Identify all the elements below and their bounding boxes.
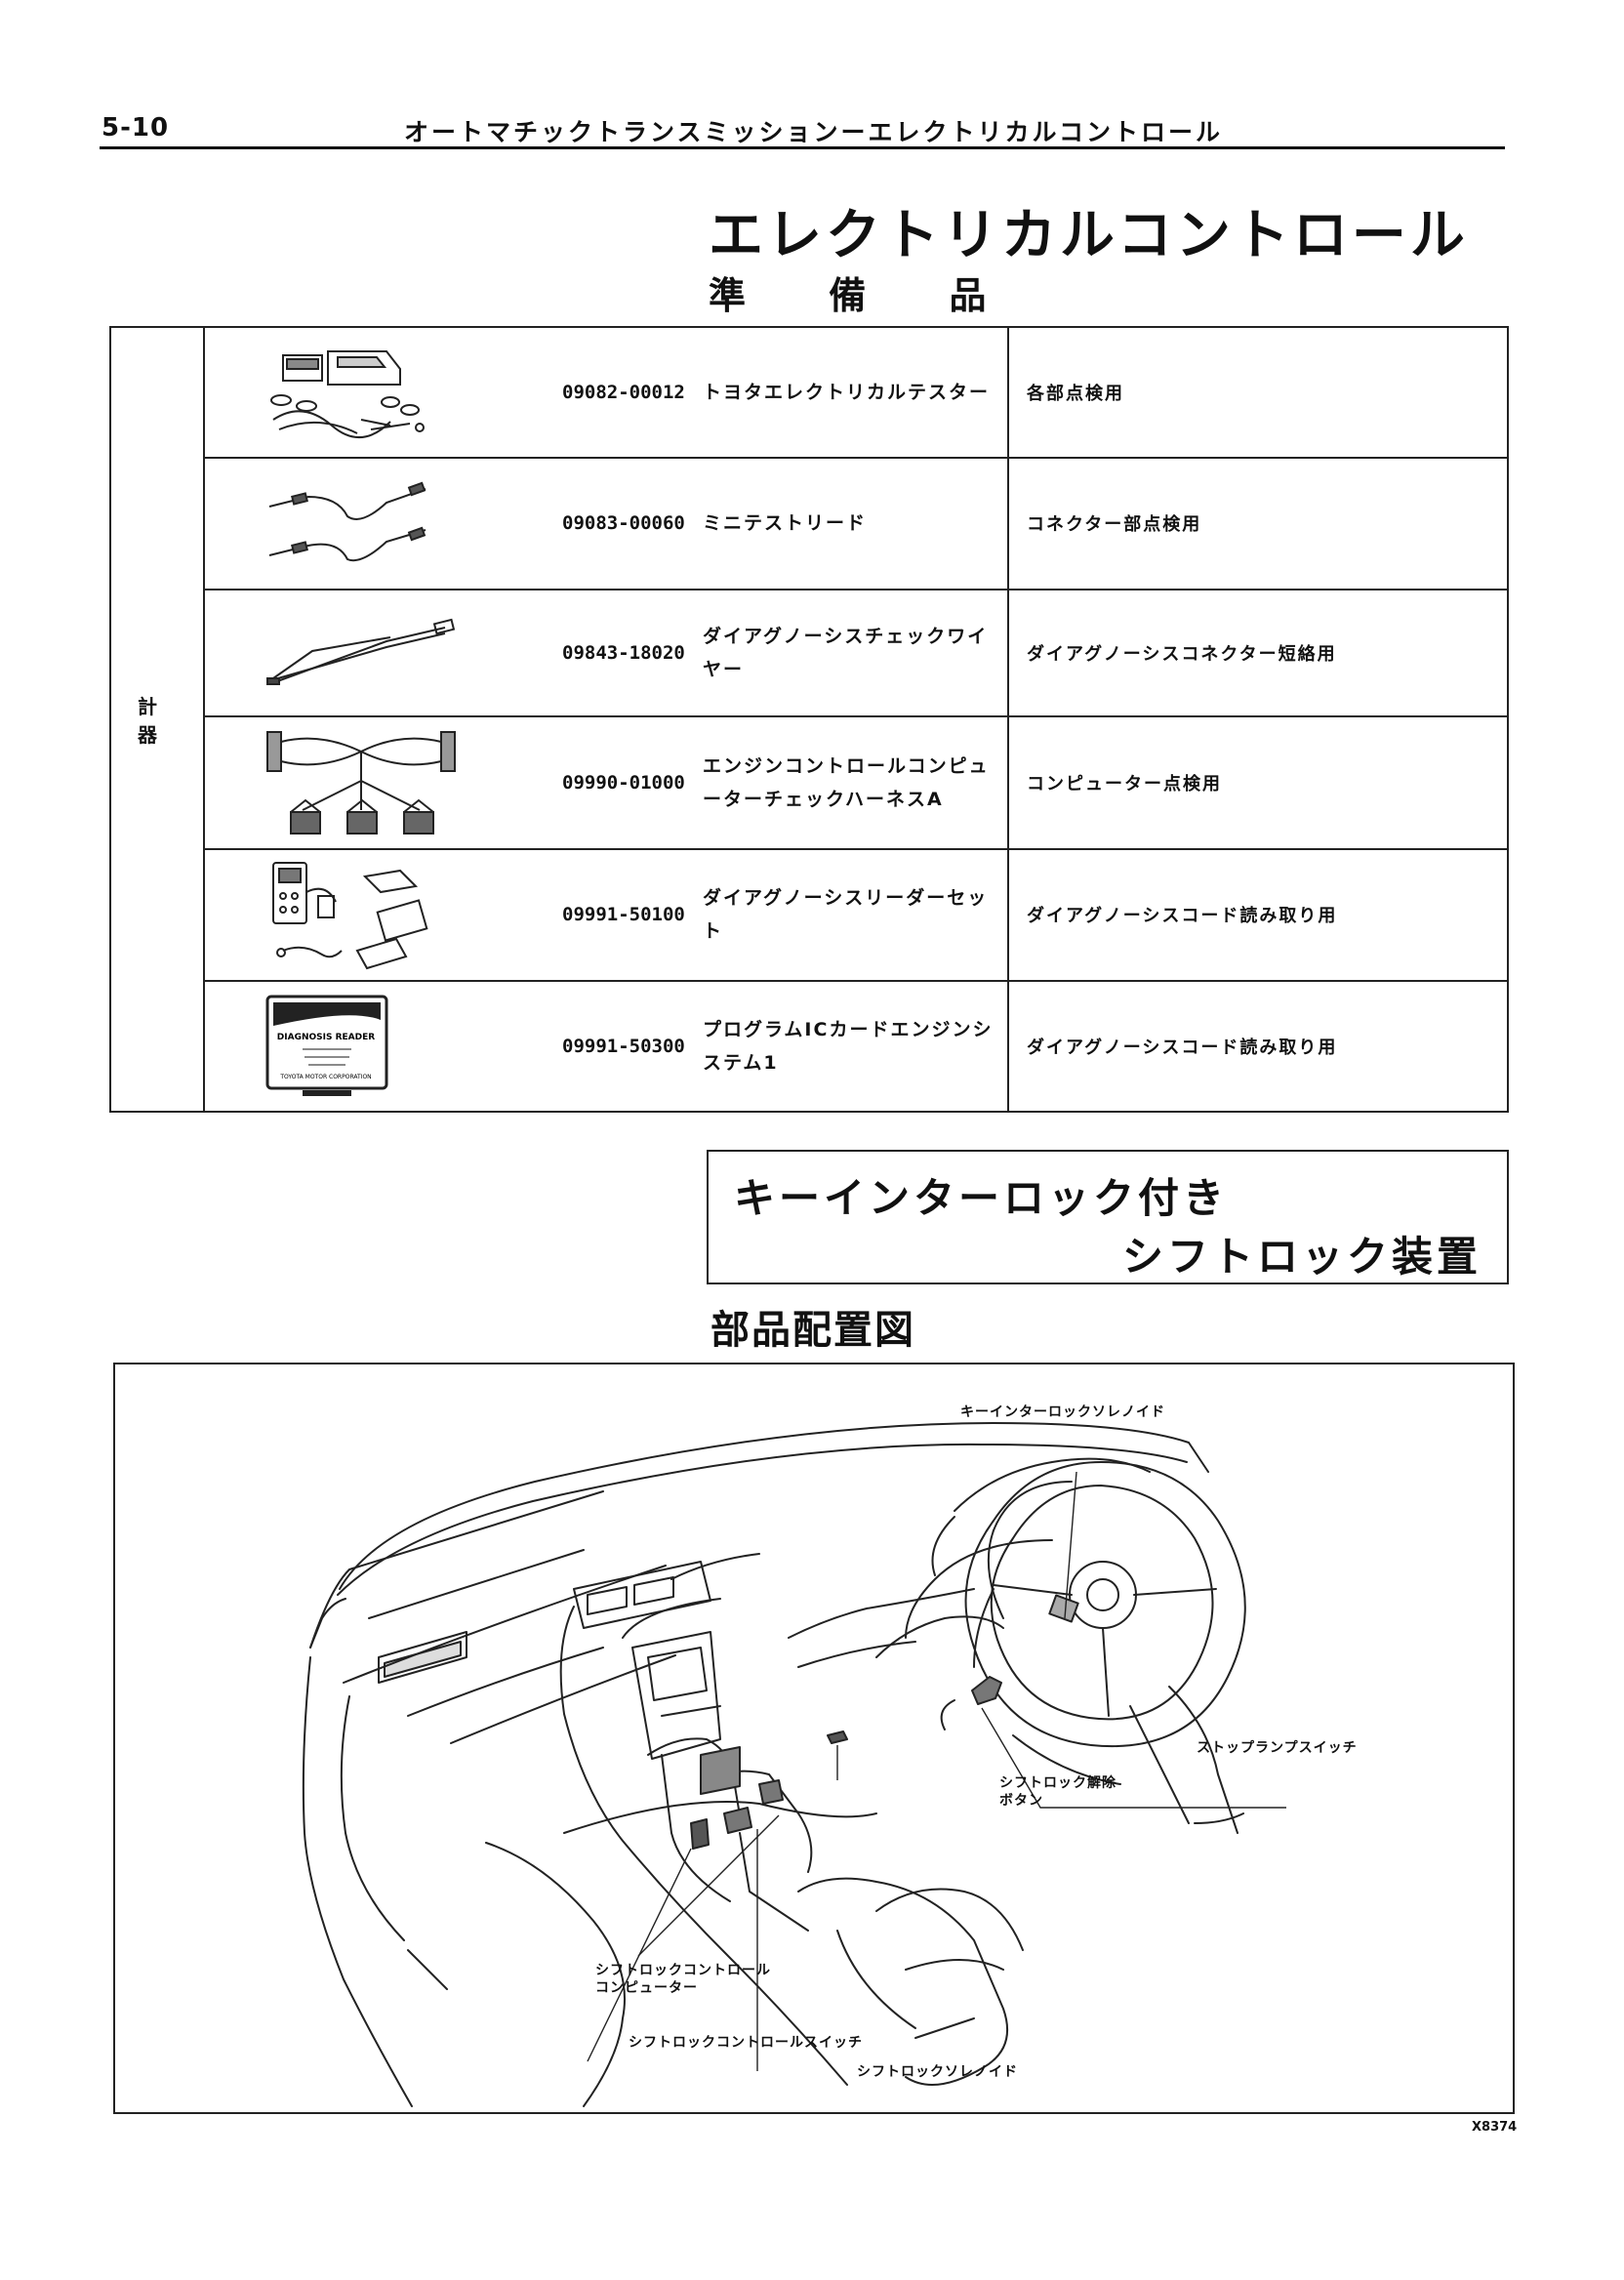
feature-title-line1: キーインターロック付き xyxy=(734,1174,1229,1222)
tools-table: 計 器 09082-00012 トヨタエレクトリカルテスター 各部点検用 xyxy=(109,325,1509,1114)
part-number: 09083-00060 xyxy=(562,512,685,535)
parts-layout-diagram: キーインターロックソレノイド ストップランプスイッチ シフトロック解除 ボタン … xyxy=(113,1363,1515,2114)
tool-use: コンピューター点検用 xyxy=(1007,714,1509,851)
tool-name: プログラムICカードエンジンシステム1 xyxy=(703,1018,994,1074)
tool-name: ダイアグノーシスリーダーセット xyxy=(703,887,989,943)
reader-set-illustration xyxy=(272,862,428,970)
feature-box: キーインターロック付き シフトロック装置 xyxy=(707,1150,1509,1284)
running-title: オートマチックトランスミッションーエレクトリカルコントロール xyxy=(404,118,1224,146)
tool-cell: 09991-50100 ダイアグノーシスリーダーセット xyxy=(203,848,1009,982)
dashboard-illustration xyxy=(302,1422,1286,2107)
part-number: 09990-01000 xyxy=(562,772,685,794)
tool-cell: 09082-00012 トヨタエレクトリカルテスター xyxy=(203,325,1009,460)
tool-name: トヨタエレクトリカルテスター xyxy=(703,382,991,404)
table-row: 09843-18020 ダイアグノーシスチェックワイヤー ダイアグノーシスコネク… xyxy=(110,588,1509,717)
part-number: 09991-50100 xyxy=(562,904,685,926)
card-title: DIAGNOSIS READER xyxy=(277,1033,375,1042)
section-title: エレクトリカルコントロール xyxy=(709,204,1469,267)
tool-use: ダイアグノーシスコード読み取り用 xyxy=(1007,979,1509,1114)
layout-title: 部品配置図 xyxy=(710,1308,915,1353)
label-shift-lock-computer-line1: シフトロックコントロール xyxy=(595,1963,771,1978)
tool-name: ミニテストリード xyxy=(703,512,868,535)
card-maker: TOYOTA MOTOR CORPORATION xyxy=(279,1074,371,1080)
table-row: 09990-01000 エンジンコントロールコンピューターチェックハーネスA コ… xyxy=(110,714,1509,851)
ic-card-illustration: DIAGNOSIS READER TOYOTA MOTOR CORPORATIO… xyxy=(265,995,388,1096)
label-key-interlock-solenoid: キーインターロックソレノイド xyxy=(960,1405,1165,1420)
header-rule xyxy=(100,146,1505,149)
tool-use: ダイアグノーシスコード読み取り用 xyxy=(1007,848,1509,982)
label-shift-lock-computer-line2: コンピューター xyxy=(595,1980,698,1996)
label-shift-lock-control-switch: シフトロックコントロールスイッチ xyxy=(629,2035,863,2051)
tool-name: ダイアグノーシスチェックワイヤー xyxy=(703,625,989,680)
table-row: 09083-00060 ミニテストリード コネクター部点検用 xyxy=(110,457,1509,590)
table-row: 09991-50100 ダイアグノーシスリーダーセット ダイアグノーシスコード読… xyxy=(110,848,1509,982)
table-row: 計 器 09082-00012 トヨタエレクトリカルテスター 各部点検用 xyxy=(109,325,1509,1113)
feature-title-line2: シフトロック装置 xyxy=(1121,1233,1482,1281)
part-number: 09991-50300 xyxy=(562,1035,685,1057)
label-shift-lock-solenoid: シフトロックソレノイド xyxy=(857,2064,1018,2080)
check-wire-illustration xyxy=(266,618,456,685)
tool-name: エンジンコントロールコンピューターチェックハーネスA xyxy=(703,755,990,811)
tool-cell: 09990-01000 エンジンコントロールコンピューターチェックハーネスA xyxy=(203,714,1009,851)
tool-cell: 09083-00060 ミニテストリード xyxy=(203,457,1009,590)
tool-cell: 09843-18020 ダイアグノーシスチェックワイヤー xyxy=(203,588,1009,717)
prep-title: 準 備 品 xyxy=(709,274,1022,317)
figure-code: X8374 xyxy=(1472,2120,1518,2135)
page-number: 5-10 xyxy=(102,113,170,142)
label-stop-lamp-switch: ストップランプスイッチ xyxy=(1197,1740,1358,1756)
check-harness-illustration xyxy=(266,731,456,835)
tool-use: ダイアグノーシスコネクター短絡用 xyxy=(1007,588,1509,717)
part-number: 09843-18020 xyxy=(562,641,685,664)
table-row: DIAGNOSIS READER TOYOTA MOTOR CORPORATIO… xyxy=(110,979,1509,1114)
tool-use: コネクター部点検用 xyxy=(1007,457,1509,590)
test-lead-illustration xyxy=(268,482,426,562)
label-shift-lock-release-line1: シフトロック解除 xyxy=(999,1775,1116,1791)
category-cell: 計 器 xyxy=(109,326,205,1113)
tool-use: 各部点検用 xyxy=(1007,325,1509,460)
label-shift-lock-release-line2: ボタン xyxy=(999,1793,1043,1809)
tool-cell: DIAGNOSIS READER TOYOTA MOTOR CORPORATIO… xyxy=(203,979,1009,1114)
part-number: 09082-00012 xyxy=(562,382,685,404)
electrical-tester-illustration xyxy=(270,350,425,439)
